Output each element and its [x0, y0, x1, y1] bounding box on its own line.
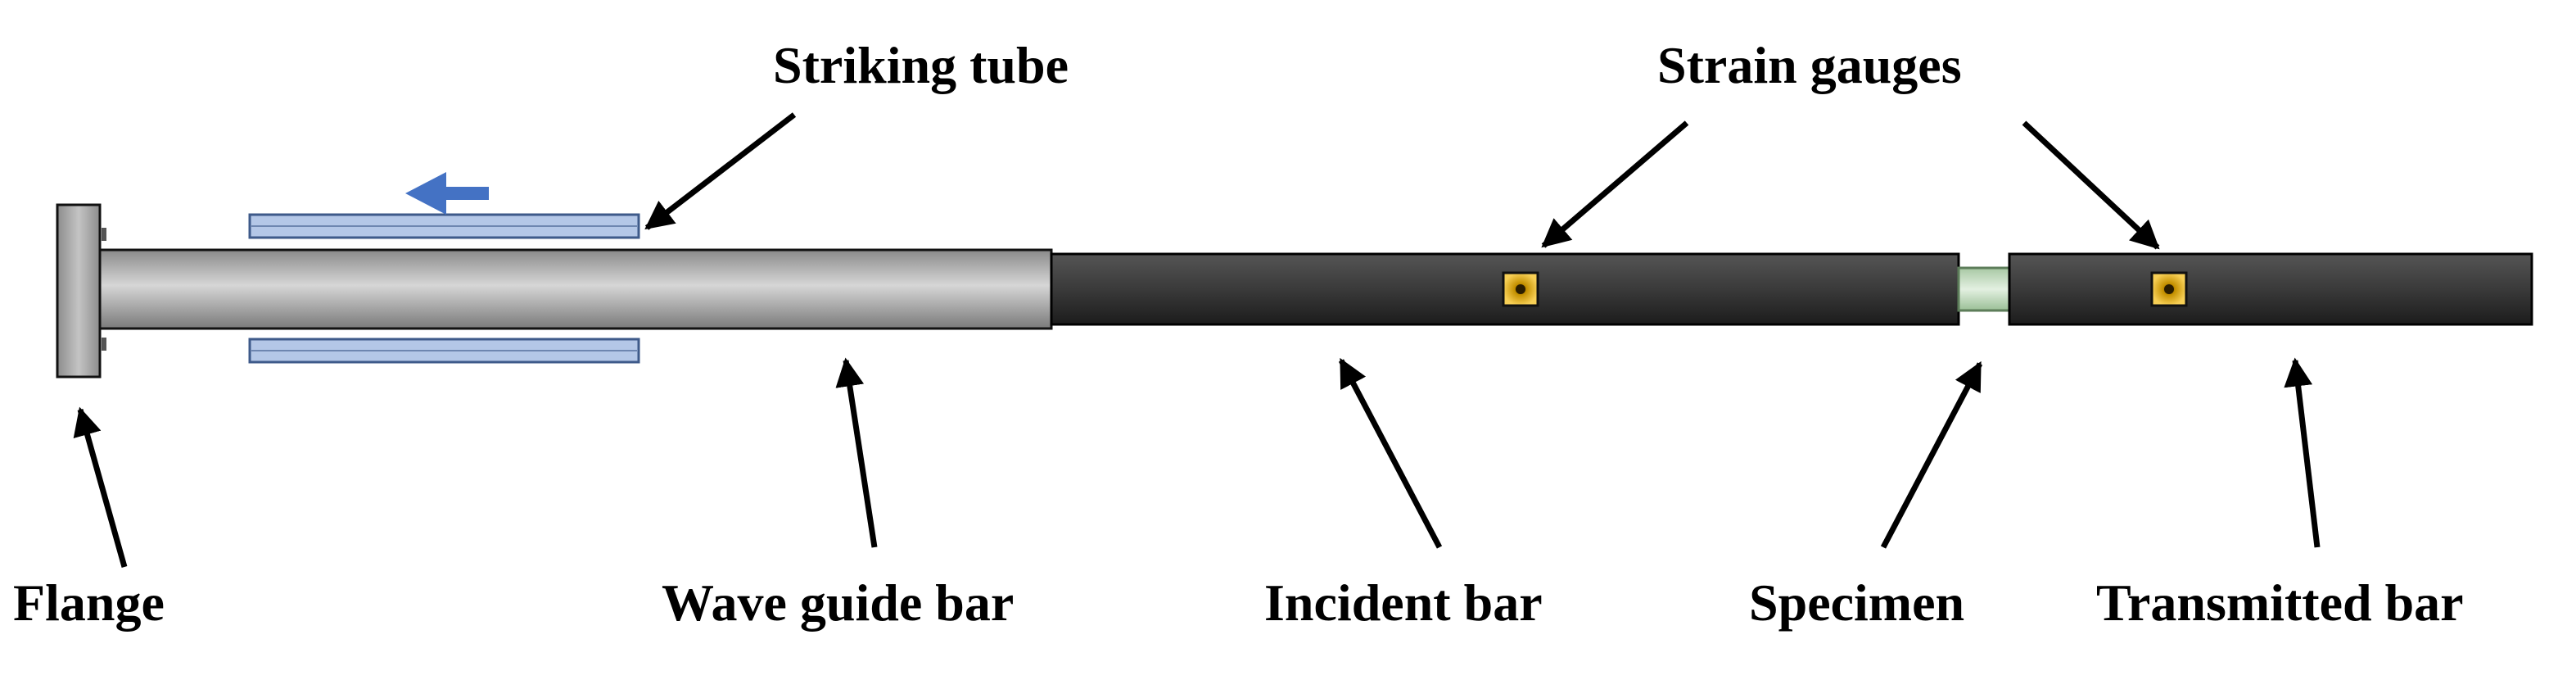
label-specimen: Specimen: [1749, 573, 1965, 632]
wave-guide-bar: [98, 248, 1053, 330]
label-strain-gauges: Strain gauges: [1657, 36, 1962, 94]
transmitted-bar: [2008, 252, 2533, 326]
arrow-gauge-incident: [1541, 120, 1689, 248]
label-flange: Flange: [13, 573, 165, 632]
strain-gauge-incident: [1502, 271, 1539, 307]
arrow-flange: [73, 406, 128, 568]
arrow-striking-tube: [644, 112, 797, 230]
arrow-incident-bar: [1338, 357, 1443, 549]
flange: [56, 203, 102, 379]
specimen: [1957, 266, 2011, 312]
strain-gauge-transmitted: [2150, 271, 2188, 307]
arrow-specimen: [1880, 360, 1983, 549]
arrow-wave-guide-bar: [835, 357, 878, 548]
arrow-gauge-transmitted: [2022, 120, 2160, 250]
arrow-transmitted-bar: [2284, 357, 2321, 548]
left-arrow-icon: [405, 172, 489, 215]
label-wave-guide-bar: Wave guide bar: [662, 573, 1015, 632]
label-incident-bar: Incident bar: [1264, 573, 1543, 632]
label-striking-tube: Striking tube: [773, 36, 1069, 94]
label-transmitted-bar: Transmitted bar: [2096, 573, 2464, 632]
